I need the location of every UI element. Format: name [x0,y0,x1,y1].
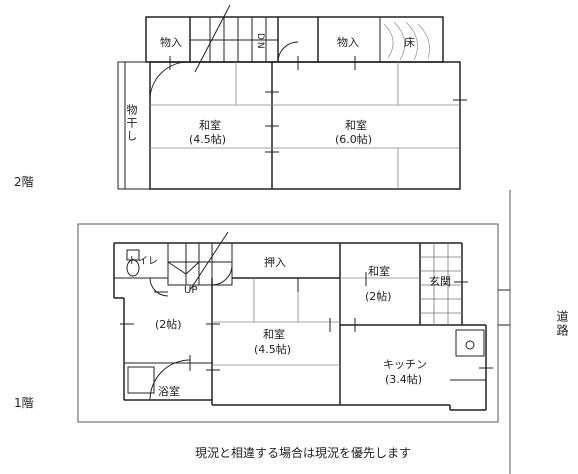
entrance-label: 玄関 [429,275,451,288]
second-floor-label: 2階 [14,175,34,189]
second-washitsu-a-label: 和室 [199,119,221,132]
second-floor-plan [117,4,467,190]
second-washitsu-a-size: (4.5帖) [189,133,227,146]
hall-size: (2帖) [155,318,182,331]
second-closet-right-label: 物入 [337,36,359,49]
second-closet-left-label: 物入 [160,36,182,49]
first-floor-label: 1階 [14,396,34,410]
first-closet-label: 押入 [264,256,286,269]
footnote: 現況と相違する場合は現況を優先します [195,446,412,460]
balcony-label: 物干し [125,104,138,143]
tokonoma-label: 床 [404,36,415,49]
kitchen-label: キッチン [383,358,427,371]
second-stair-mark: DN [255,33,265,51]
road-label: 道路 [555,310,569,338]
kitchen-size: (3.4帖) [385,373,423,386]
first-washitsu-small-label: 和室 [368,265,390,278]
toilet-label: トイレ [128,256,158,267]
first-stair-mark: UP [184,285,198,296]
first-washitsu-small-size: (2帖) [365,290,392,303]
first-washitsu-main-size: (4.5帖) [254,343,292,356]
first-floor-plan [77,190,511,474]
second-washitsu-b-size: (6.0帖) [335,133,373,146]
second-washitsu-b-label: 和室 [345,119,367,132]
bath-label: 浴室 [158,385,180,398]
first-washitsu-main-label: 和室 [263,328,285,341]
